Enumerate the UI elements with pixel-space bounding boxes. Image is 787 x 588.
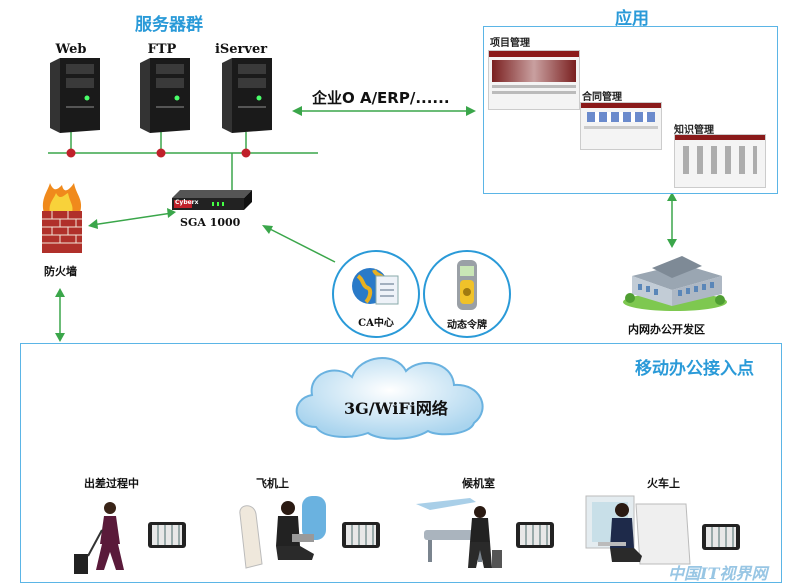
office-building-icon (623, 256, 727, 311)
dynamic-token-label: 动态令牌 (447, 320, 487, 331)
app-screenshot-contract (580, 102, 662, 150)
globe-document-icon (352, 268, 399, 305)
token-device-icon (457, 260, 477, 310)
dynamic-token-badge: 动态令牌 (423, 250, 511, 338)
mobile-access-title: 移动办公接入点 (635, 359, 754, 379)
server-tower-icon-web (50, 58, 100, 133)
train-passenger-icon (585, 495, 691, 565)
firewall-icon (42, 183, 82, 253)
server-tower-icon-ftp (140, 58, 190, 133)
connection-label: 企业O A/ERP/...... (312, 89, 450, 107)
server-label-web: Web (55, 42, 87, 57)
traveler-icon (74, 502, 124, 574)
gateway-brand: Cyberx (175, 199, 199, 206)
apps-title: 应用 (615, 9, 649, 29)
airplane-passenger-icon (239, 496, 326, 569)
endpoint-label-airplane: 飞机上 (256, 477, 289, 490)
waiting-room-icon (416, 498, 502, 568)
app-title-knowledge: 知识管理 (674, 125, 714, 136)
server-label-iserver: iServer (214, 42, 268, 57)
tablet-icon-3 (516, 522, 554, 548)
tablet-icon-4 (702, 524, 740, 550)
app-screenshot-project (488, 50, 580, 110)
endpoint-label-business-trip: 出差过程中 (84, 477, 139, 490)
server-group-title: 服务器群 (135, 15, 203, 35)
cloud-label: 3G/WiFi网络 (344, 399, 448, 418)
tablet-icon-1 (148, 522, 186, 548)
gateway-label: SGA 1000 (180, 216, 241, 229)
app-title-contract: 合同管理 (582, 92, 622, 103)
server-label-ftp: FTP (147, 42, 177, 57)
endpoint-label-waiting-room: 候机室 (462, 477, 495, 490)
app-screenshot-knowledge (674, 134, 766, 188)
intranet-label: 内网办公开发区 (628, 323, 705, 336)
endpoint-label-train: 火车上 (647, 477, 680, 490)
tablet-icon-2 (342, 522, 380, 548)
server-tower-icon-iserver (222, 58, 272, 133)
app-title-project: 项目管理 (490, 38, 530, 49)
ca-center-label: CA中心 (358, 318, 394, 329)
watermark-logo: 中国IT视界网 (668, 564, 768, 583)
cloud-icon (295, 357, 484, 440)
firewall-label: 防火墙 (44, 265, 77, 278)
ca-center-badge: CA中心 (332, 250, 420, 338)
gateway-device-icon (172, 190, 252, 210)
